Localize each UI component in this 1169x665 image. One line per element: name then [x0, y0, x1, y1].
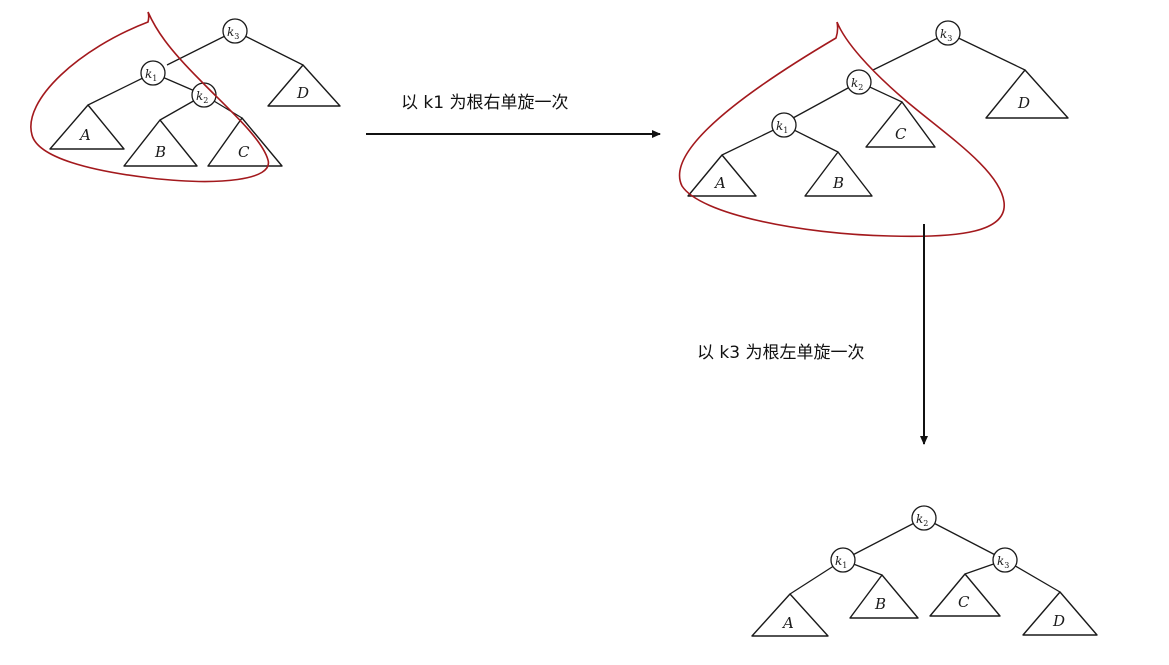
caption-step1: 以 k1 为根右单旋一次: [401, 93, 568, 113]
node-k1: [140, 60, 166, 86]
edge-k3-d: [947, 32, 1026, 71]
edge-k2-k1: [842, 517, 925, 561]
subtree-c: [207, 117, 283, 167]
node-k1: [830, 547, 856, 573]
subtree-d: [267, 64, 341, 107]
subtree-c: [865, 101, 936, 148]
node-k3: [935, 20, 961, 46]
edge-k3-k1: [166, 30, 236, 66]
subtree-b: [849, 574, 919, 619]
node-k3: [992, 547, 1018, 573]
subtree-b: [804, 151, 873, 197]
subtree-a-label: A: [781, 614, 794, 632]
subtree-a: [49, 104, 125, 150]
node-k3-label: k3: [227, 25, 239, 41]
node-k3: [222, 18, 248, 44]
node-k2: [911, 505, 937, 531]
node-k2: [846, 69, 872, 95]
node-k3-label: k3: [997, 554, 1009, 570]
node-k1: [771, 112, 797, 138]
subtree-d: [1022, 591, 1098, 636]
edge-k2-k3: [923, 517, 1006, 561]
subtree-a: [751, 593, 829, 637]
edge-k3-k2: [872, 32, 949, 71]
arrow-down-step2: 以 k3 为根左单旋一次: [697, 224, 928, 445]
node-k1-label: k1: [145, 67, 157, 83]
tree-initial: D A B C k3 k1 k2: [30, 11, 341, 183]
node-k2-label: k2: [916, 512, 928, 528]
subtree-a: [687, 154, 757, 197]
tree-intermediate: D C A B k3 k2 k1: [678, 20, 1069, 238]
subtree-c-label: C: [958, 593, 970, 611]
node-k1-label: k1: [776, 119, 788, 135]
node-k2-label: k2: [196, 89, 208, 105]
edge-k3-d: [234, 30, 304, 66]
subtree-d-label: D: [1052, 612, 1065, 630]
subtree-a-label: A: [713, 174, 726, 192]
subtree-b: [123, 119, 198, 167]
subtree-c-label: C: [895, 125, 907, 143]
arrow-right-step1: 以 k1 为根右单旋一次: [366, 93, 661, 138]
node-k3-label: k3: [940, 27, 952, 43]
subtree-b-label: B: [832, 174, 844, 192]
subtree-b-label: B: [874, 595, 886, 613]
subtree-d-label: D: [1017, 94, 1030, 112]
subtree-c-label: C: [238, 143, 250, 161]
subtree-a-label: A: [78, 126, 91, 144]
subtree-c: [929, 573, 1001, 617]
node-k1-label: k1: [835, 554, 847, 570]
node-k2-label: k2: [851, 76, 863, 92]
selection-outline-1: [30, 11, 270, 183]
caption-step2: 以 k3 为根左单旋一次: [697, 343, 864, 363]
subtree-d-label: D: [296, 84, 309, 102]
subtree-b-label: B: [154, 143, 166, 161]
tree-final: A B C D k2 k1 k3: [751, 505, 1098, 637]
subtree-d: [985, 69, 1069, 119]
selection-outline-2: [678, 21, 1005, 238]
